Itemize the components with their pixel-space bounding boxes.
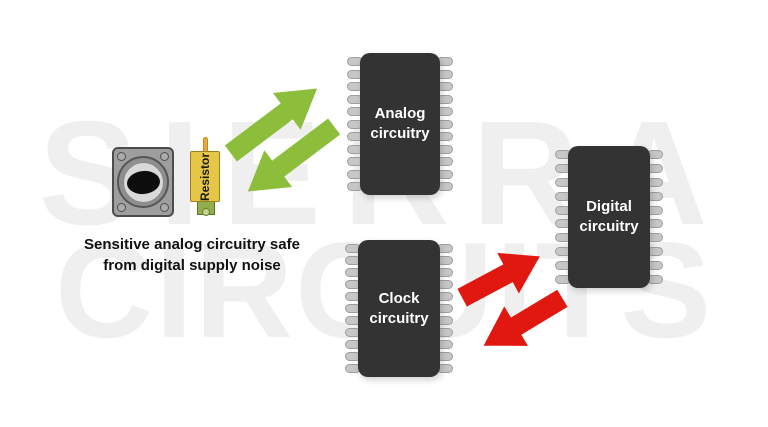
green-arrow-up-right-icon	[224, 88, 318, 162]
clock-chip-body: Clock circuitry	[358, 240, 440, 377]
screw-icon	[160, 203, 169, 212]
clock-circuitry-chip: Clock circuitry	[345, 240, 453, 377]
screw-icon	[117, 152, 126, 161]
red-arrow-down-left-icon	[483, 289, 568, 346]
digital-chip-body: Digital circuitry	[568, 146, 650, 288]
speaker-component	[112, 147, 174, 217]
green-arrow-down-left-icon	[247, 118, 341, 192]
screw-icon	[117, 203, 126, 212]
resistor-body: Resistor	[190, 151, 220, 202]
resistor-pad-hole	[202, 208, 210, 216]
caption-text: Sensitive analog circuitry safe from dig…	[84, 236, 300, 274]
chip-pins-left	[555, 150, 571, 284]
analog-chip-body: Analog circuitry	[360, 53, 440, 195]
chip-pins-right	[647, 150, 663, 284]
resistor-component: Resistor	[190, 137, 222, 217]
clock-chip-label: Clock circuitry	[369, 289, 429, 327]
screw-icon	[160, 152, 169, 161]
analog-circuitry-chip: Analog circuitry	[347, 53, 453, 195]
digital-circuitry-chip: Digital circuitry	[555, 146, 663, 288]
digital-chip-label: Digital circuitry	[579, 198, 639, 235]
analog-chip-label: Analog circuitry	[370, 105, 430, 142]
red-arrow-up-right-icon	[457, 252, 540, 307]
